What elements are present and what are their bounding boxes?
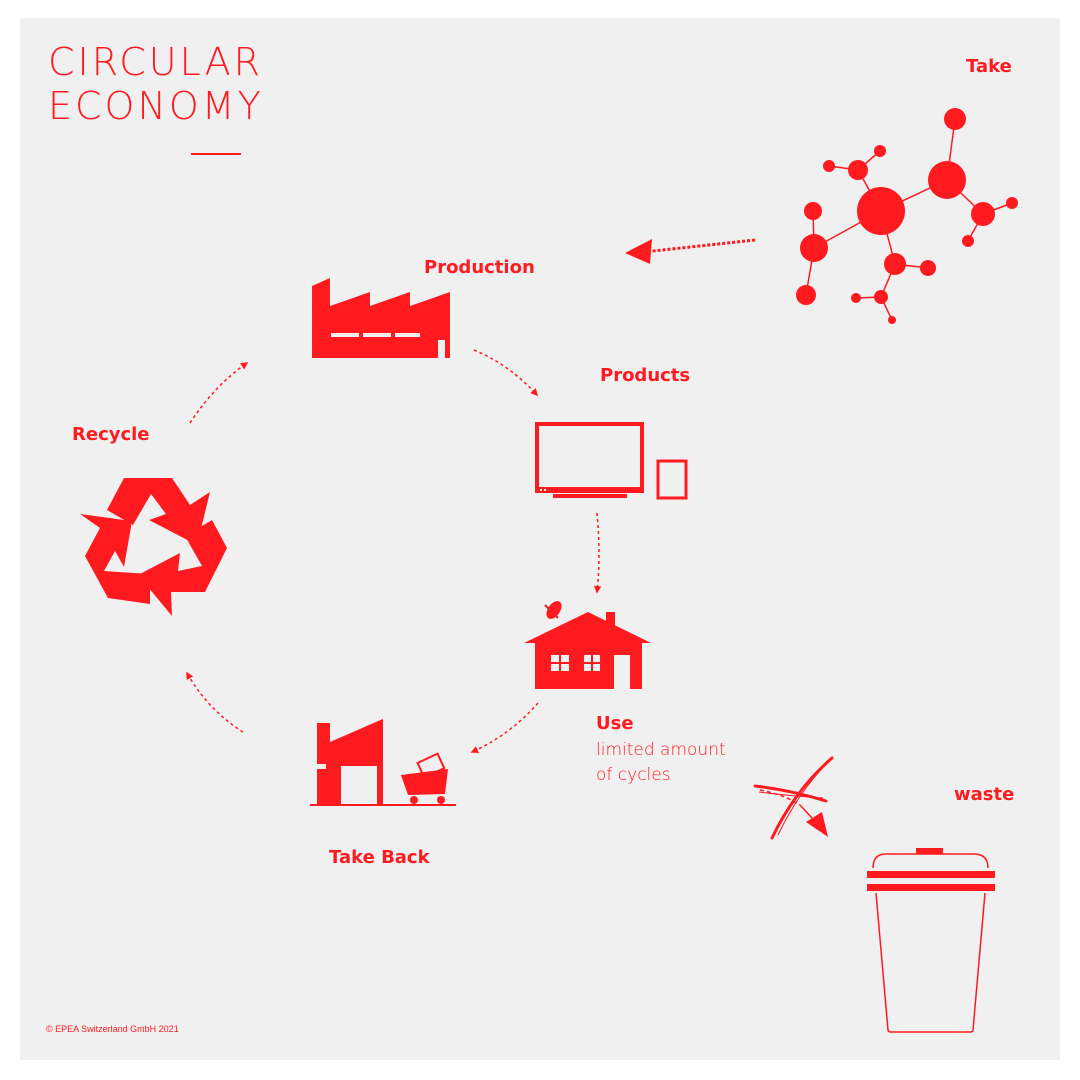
page-title: CIRCULAR ECONOMY xyxy=(48,40,264,128)
take-back-icon xyxy=(310,719,456,806)
recycle-icon xyxy=(80,478,227,616)
tv-tablet-icon xyxy=(535,422,688,500)
recycle-to-production-arrow xyxy=(189,362,249,424)
title-line-2: ECONOMY xyxy=(48,84,264,128)
copyright-notice: © EPEA Switzerland GmbH 2021 xyxy=(46,1024,179,1034)
use-to-take-back-arrow xyxy=(470,702,539,753)
title-underline xyxy=(191,153,241,155)
label-production: Production xyxy=(424,257,535,278)
trash-can-icon xyxy=(867,848,995,1033)
use-note-line-2: of cycles xyxy=(596,765,671,785)
molecule-icon xyxy=(796,108,1018,324)
label-take-back: Take Back xyxy=(329,847,430,868)
crossed-arrow-icon xyxy=(753,756,834,840)
label-waste: waste xyxy=(954,784,1015,805)
title-line-1: CIRCULAR xyxy=(48,40,264,84)
take-back-to-recycle-arrow xyxy=(186,671,244,733)
take-to-production-arrow xyxy=(625,238,756,264)
use-note-line-1: limited amount xyxy=(596,740,726,760)
factory-icon xyxy=(312,278,450,358)
production-to-products-arrow xyxy=(473,349,539,397)
products-to-use-arrow xyxy=(593,512,602,594)
label-take: Take xyxy=(966,56,1012,77)
label-products: Products xyxy=(600,365,691,386)
label-use: Use xyxy=(596,713,634,734)
house-icon xyxy=(524,601,651,689)
label-recycle: Recycle xyxy=(72,424,150,445)
